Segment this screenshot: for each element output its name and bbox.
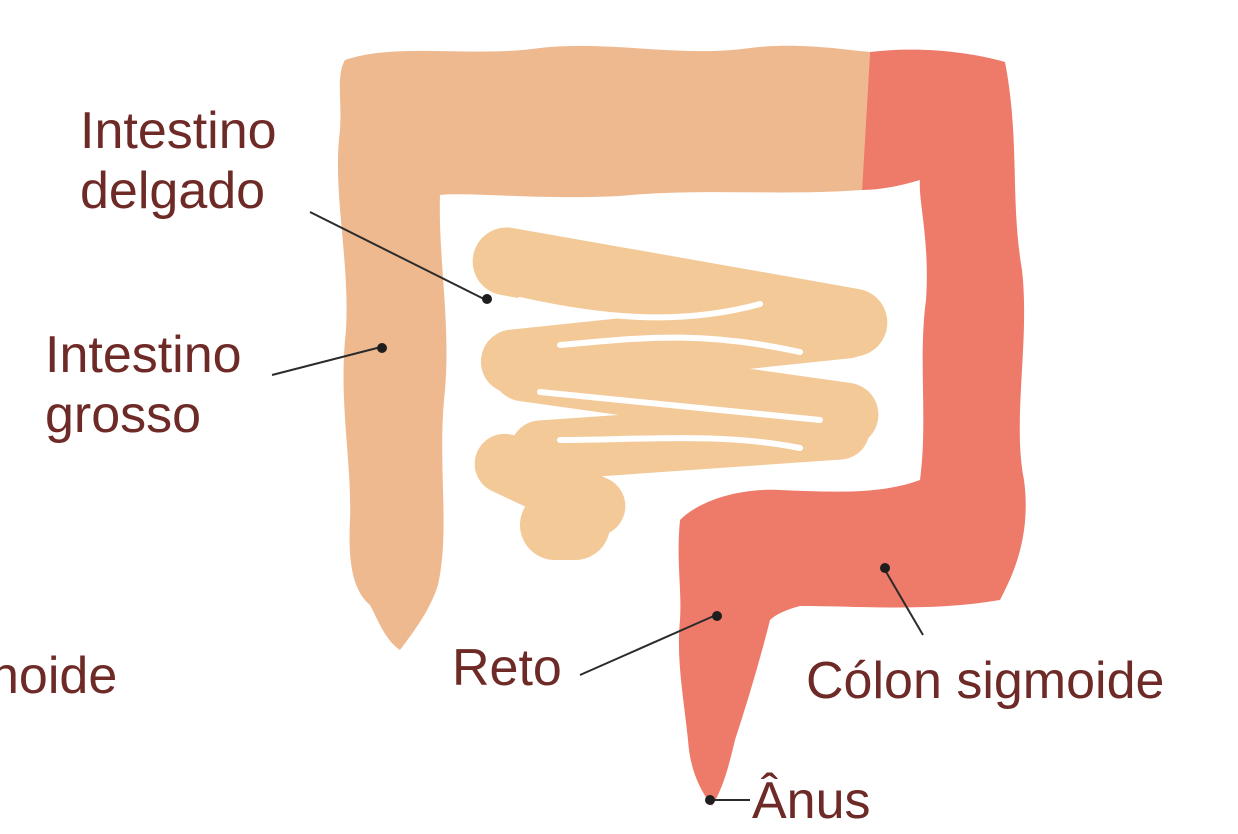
rectum-pin bbox=[712, 611, 722, 621]
small-intestine-label-line1: Intestino bbox=[80, 102, 277, 160]
large-intestine-label-line1: Intestino bbox=[45, 326, 242, 384]
cut-off-label: noide bbox=[0, 647, 117, 705]
rectum-label: Reto bbox=[452, 639, 562, 697]
large-intestine-pin bbox=[377, 343, 387, 353]
sigmoid-colon-label: Cólon sigmoide bbox=[806, 652, 1164, 710]
small-intestine-pin bbox=[482, 294, 492, 304]
anus-pin bbox=[705, 795, 715, 805]
large-intestine-label-line2: grosso bbox=[45, 386, 201, 444]
sigmoid-colon-pin bbox=[880, 563, 890, 573]
small-intestine-label-line2: delgado bbox=[80, 162, 265, 220]
anus-label: Ânus bbox=[752, 772, 871, 830]
